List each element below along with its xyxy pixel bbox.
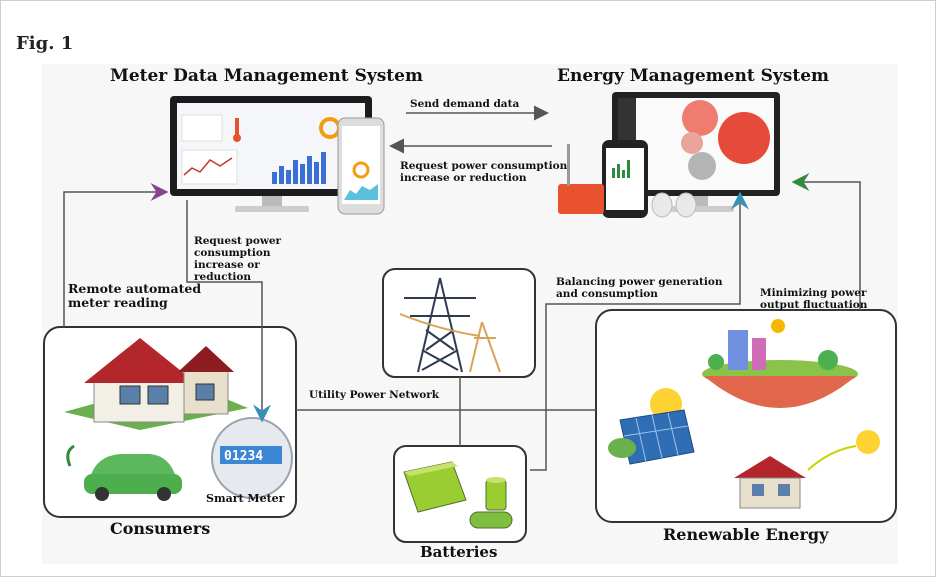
smart-meter-label: Smart Meter: [206, 492, 285, 505]
electric-car-illustration: [66, 444, 182, 501]
ems-devices-illustration: [558, 92, 780, 218]
mdms-title: Meter Data Management System: [110, 66, 423, 86]
arrow-request-power-left: [186, 200, 271, 423]
power-tower-box: [382, 268, 536, 378]
solar-house-illustration: [734, 430, 880, 509]
balancing-label: Balancing power generation and consumpti…: [556, 276, 723, 300]
floating-island-illustration: [702, 319, 858, 408]
ems-title: Energy Management System: [557, 66, 829, 86]
battery-icon: [403, 461, 513, 529]
consumers-label: Consumers: [110, 519, 211, 538]
request-power-left-label: Request power consumption increase or re…: [194, 235, 282, 283]
power-tower-icon: [399, 277, 501, 373]
arrow-remote-reading: [63, 183, 169, 327]
minimizing-label: Minimizing power output fluctuation: [760, 287, 868, 311]
utility-network-label: Utility Power Network: [309, 389, 440, 401]
arrow-minimizing: [791, 173, 861, 310]
mdms-monitor-illustration: [170, 96, 385, 215]
arrow-balancing: [530, 191, 749, 471]
smart-meter-illustration: [211, 417, 293, 499]
renewable-label: Renewable Energy: [663, 525, 829, 544]
house-illustration: [64, 338, 248, 430]
smart-meter-display: 01234: [224, 449, 264, 464]
request-power-top-label: Request power consumption increase or re…: [400, 160, 568, 184]
remote-reading-label: Remote automated meter reading: [68, 281, 202, 310]
solar-panel-illustration: [608, 388, 695, 465]
send-demand-label: Send demand data: [410, 98, 520, 110]
figure-label: Fig. 1: [16, 33, 74, 54]
batteries-label: Batteries: [420, 543, 498, 561]
